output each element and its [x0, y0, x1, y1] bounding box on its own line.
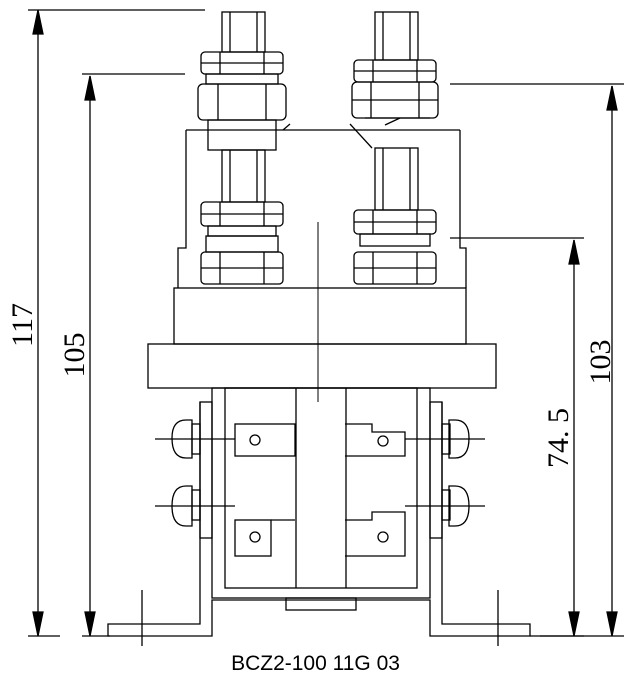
dim-mount: 105: [58, 73, 185, 637]
dim-overall-label: 117: [6, 303, 39, 347]
coil-screws: [155, 401, 485, 539]
mounting-bracket: [107, 402, 531, 646]
dim-coil-label: 74. 5: [542, 408, 575, 468]
dim-terminal-label: 103: [584, 340, 617, 385]
right-terminal: [351, 11, 439, 285]
model-caption: BCZ2-100 11G 03: [231, 652, 400, 675]
dim-mount-label: 105: [58, 333, 91, 378]
dim-coil: 74. 5: [450, 237, 584, 637]
aux-tabs: [234, 423, 406, 557]
left-terminal: [197, 11, 287, 285]
dim-terminal: 103: [450, 83, 624, 637]
dim-overall: 117: [6, 9, 205, 637]
